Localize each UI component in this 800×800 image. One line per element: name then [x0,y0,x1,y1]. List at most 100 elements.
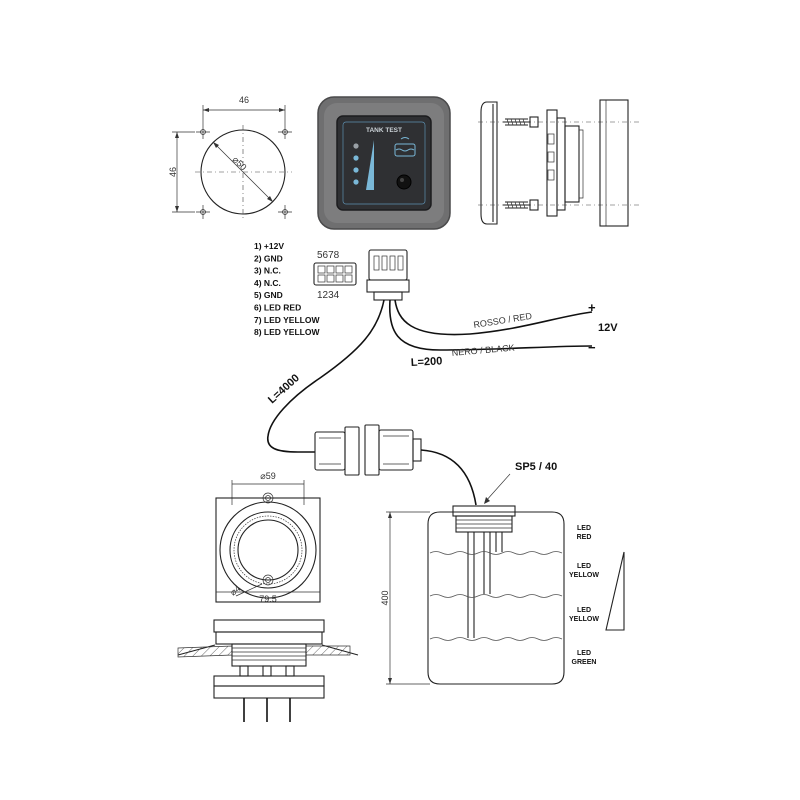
pinout-item: 3) N.C. [254,266,281,276]
level-label: YELLOW [569,616,599,623]
level-label: GREEN [572,659,597,666]
panel-cutout-drawing: 46 46 ⌀50 [168,95,292,220]
black-wire-label: NERO / BLACK [451,343,515,358]
arrow-head [388,678,392,684]
screw-holes [196,125,292,219]
sensor-leader-line [484,473,511,503]
pinout-item: 7) LED YELLOW [254,315,320,325]
plug-pin [373,255,380,271]
connector-pin [344,274,353,283]
inline-connector-male [364,424,422,476]
positive-terminal-label: + [588,300,596,315]
mounting-screw-top [503,116,539,128]
panel-face-title: TANK TEST [366,127,402,134]
led-3-indicator [353,167,359,173]
sensor-cable [267,299,385,453]
connector-pin [317,274,326,283]
wall-hatch-right [305,645,351,656]
sensor-cap [452,505,516,517]
flange-screw-hole-bottom [262,574,274,586]
level-wedge-icon [366,140,374,190]
sensor-thread [456,519,512,529]
flange-threaded-neck [231,643,307,667]
panel-side-view [478,99,640,227]
screw-hole-crosshair [196,125,292,219]
pinout-item: 8) LED YELLOW [254,327,320,337]
connector-housing [313,262,357,286]
arrow-head [279,108,285,112]
connector-pin [344,265,353,274]
arrow-head [388,512,392,518]
flange-thread [233,515,303,585]
water-level-line-2 [429,594,563,598]
wall-hatch-left [177,645,233,658]
connector-bottom-row: 1234 [317,290,340,301]
arrow-head [213,142,219,148]
connector-pin [335,265,344,274]
probe-stub [285,665,295,677]
level-label: LED [577,525,591,532]
plug-strain-relief [366,279,410,293]
plug-connector [366,249,410,301]
connector-pin [317,265,326,274]
pinout-item: 1) +12V [254,241,284,251]
level-wedge [605,551,625,631]
pinout-item: 2) GND [254,253,283,263]
flange-diameter-label: ⌀59 [260,471,275,481]
probe-stub [239,665,249,677]
long-length-label: L=4000 [266,372,302,406]
flange-screw-hole-top [262,492,274,504]
plug-body [368,249,408,281]
inline-connector-female [314,426,360,476]
led-2-indicator [353,155,359,161]
test-button[interactable] [396,174,412,190]
tank-height-label: 400 [380,590,390,605]
level-label: LED [577,607,591,614]
tank-drawing: SP5 / 40 400 LEDREDLEDYELLOWLEDYELLOWLED… [380,461,625,685]
flange-outer-ring [219,501,317,599]
probe-stub [262,665,272,677]
panel-photo: TANK TEST [317,96,451,230]
tank-body [427,511,565,685]
led-4-indicator [353,179,359,185]
flange-screw-hole-bottom-inner [265,577,271,583]
level-label: LED [577,650,591,657]
led-1-indicator [353,143,359,149]
connector-pin [326,274,335,283]
connector-top-row: 5678 [317,250,340,261]
diameter-line [212,141,274,203]
thread-lines [232,647,306,661]
plug-pin [389,255,396,271]
flange-hole-label: ⌀4 [228,583,242,597]
wall-section [599,99,629,227]
cutout-diameter-label: ⌀50 [231,154,249,172]
sensor-model-label: SP5 / 40 [515,461,557,473]
tank-water-icon [394,137,416,157]
black-wire [388,299,593,351]
negative-terminal-label: − [588,340,596,355]
sensor-lead-wire [420,449,477,506]
water-level-line-1 [429,551,563,555]
flange-screw-hole-top-inner [265,495,271,501]
flange-width-label: 79.5 [259,594,277,604]
pinout-item: 4) N.C. [254,278,281,288]
level-label: YELLOW [569,572,599,579]
flange-side-view [177,619,359,722]
flange-square [215,497,321,603]
level-label: RED [577,534,592,541]
plug-pin [397,255,404,271]
flange-plate [215,631,323,645]
connector-face: 5678 1234 [313,250,357,301]
panel-face-border [342,121,426,205]
test-button-highlight [400,178,404,182]
red-wire-label: ROSSO / RED [473,311,533,330]
leader-arrow [484,497,490,504]
mounting-screw-bottom [503,199,539,211]
pinout-item: 5) GND [254,290,283,300]
plug-pin [381,255,388,271]
connector-pin [335,274,344,283]
arrow-head [175,206,179,212]
short-length-label: L=200 [411,355,443,369]
flange-inner-ring [237,519,299,581]
